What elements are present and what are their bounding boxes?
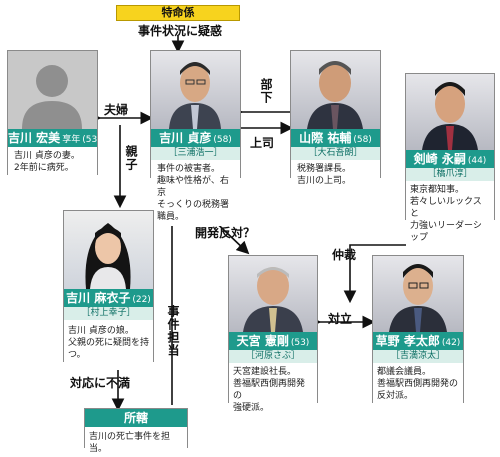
group-description: 吉川の死亡事件を担当。 xyxy=(85,429,187,457)
case-charge-label: 事件担当 xyxy=(166,305,180,357)
mediation-label: 仲裁 xyxy=(332,248,357,262)
name-bar: 草野 孝太郎(42) xyxy=(373,332,463,350)
name-bar: 天宮 憲剛(53) xyxy=(229,332,317,350)
age: (22) xyxy=(132,295,151,305)
age: (58) xyxy=(353,135,372,145)
man-portrait-icon xyxy=(389,264,447,332)
person-card-mayuko: 吉川 麻衣子(22) ［村上幸子］ 吉川 貞彦の娘。 父親の死に疑問を持つ。 xyxy=(63,210,154,365)
desc-line: 趣味や性格が、右京 xyxy=(157,176,229,198)
person-silhouette-icon xyxy=(22,65,82,129)
person-name: 天宮 憲剛 xyxy=(236,334,289,348)
desc-line: 善福駅西側再開発の xyxy=(377,379,459,389)
portrait-photo xyxy=(151,51,240,129)
actor-name: ［大石吾朗］ xyxy=(291,147,380,160)
portrait-photo xyxy=(64,211,153,289)
person-name: 草野 孝太郎 xyxy=(375,334,440,348)
age: (53) xyxy=(290,338,310,348)
age: (58) xyxy=(213,135,232,145)
person-name: 山際 祐輔 xyxy=(299,131,352,145)
age: (44) xyxy=(467,156,487,166)
person-description: 東京都知事。 若々しいルックスと 力強いリーダーシップ xyxy=(406,182,494,246)
actor-name: ［河原さぶ］ xyxy=(229,350,317,363)
name-bar: 剣崎 永嗣(44) xyxy=(406,150,494,168)
portrait-photo xyxy=(229,256,317,332)
portrait-photo xyxy=(291,51,380,129)
dev-opposition-label: 開発反対？ xyxy=(195,226,256,240)
desc-line: 力強いリーダーシップ xyxy=(410,221,482,243)
man-portrait-icon xyxy=(422,82,478,150)
desc-line: そっくりの税務署職員。 xyxy=(157,200,230,222)
desc-line: 若々しいルックスと xyxy=(410,197,482,219)
name-bar: 所轄 xyxy=(85,409,187,427)
desc-line: 善福駅西側再開発の xyxy=(233,379,306,401)
desc-line: 吉川 貞彦の妻。 xyxy=(14,151,80,161)
desc-line: 税務署課長。 xyxy=(297,164,352,174)
name-bar: 山際 祐輔(58) xyxy=(291,129,380,147)
age: (42) xyxy=(441,338,461,348)
person-card-kusano: 草野 孝太郎(42) ［吉満涼太］ 都議会議員。 善福駅西側再開発の 反対派。 xyxy=(372,255,464,404)
man-portrait-icon xyxy=(169,62,221,129)
person-description: 税務署課長。 吉川の上司。 xyxy=(291,161,380,190)
name-bar: 吉川 貞彦(58) xyxy=(151,129,240,147)
name-bar: 吉川 麻衣子(22) xyxy=(64,289,153,307)
card-local-police: 所轄 吉川の死亡事件を担当。 xyxy=(84,408,188,457)
person-description: 都議会議員。 善福駅西側再開発の 反対派。 xyxy=(373,364,463,404)
desc-line: 吉川の上司。 xyxy=(297,176,352,186)
person-name: 吉川 麻衣子 xyxy=(66,291,131,305)
person-description: 天宮建設社長。 善福駅西側再開発の 強硬派。 xyxy=(229,364,317,416)
desc-line: 反対派。 xyxy=(377,391,414,401)
person-description: 事件の被害者。 趣味や性格が、右京 そっくりの税務署職員。 xyxy=(151,161,240,226)
desc-line: 吉川 貞彦の娘。 xyxy=(68,326,134,336)
boss-label: 上司 xyxy=(250,136,275,150)
age: (53) xyxy=(82,135,97,145)
desc-line: 天宮建設社長。 xyxy=(233,367,297,377)
actor-name: ［吉満涼太］ xyxy=(373,350,463,363)
man-portrait-icon xyxy=(307,61,363,129)
couple-label: 夫婦 xyxy=(104,103,129,117)
person-name: 吉川 宏美 xyxy=(8,131,61,145)
desc-line: 事件の被害者。 xyxy=(157,164,221,174)
person-description: 吉川 貞彦の妻。 2年前に病死。 xyxy=(8,147,97,177)
parent-child-label: 親子 xyxy=(124,145,138,171)
person-card-kenmochi: 剣崎 永嗣(44) ［橋爪淳］ 東京都知事。 若々しいルックスと 力強いリーダー… xyxy=(405,73,495,246)
subordinate-label: 部下 xyxy=(259,78,273,104)
person-card-yamagiwa: 山際 祐輔(58) ［大石吾朗］ 税務署課長。 吉川の上司。 xyxy=(290,50,381,190)
desc-line: 東京都知事。 xyxy=(410,185,465,195)
actor-name: ［三浦浩一］ xyxy=(151,147,240,160)
desc-line: 強硬派。 xyxy=(233,403,270,413)
person-name: 吉川 貞彦 xyxy=(159,131,212,145)
silhouette-photo xyxy=(8,51,97,129)
person-card-sadahiko: 吉川 貞彦(58) ［三浦浩一］ 事件の被害者。 趣味や性格が、右京 そっくりの… xyxy=(150,50,241,226)
age-note: 享年 xyxy=(62,135,81,145)
portrait-photo xyxy=(406,74,494,150)
desc-line: 父親の死に疑問を持つ。 xyxy=(68,338,150,360)
person-name: 剣崎 永嗣 xyxy=(413,152,466,166)
conflict-label: 対立 xyxy=(328,312,353,326)
special-unit-title: 特命係 xyxy=(116,5,240,21)
dissatisfaction-label: 対応に不満 xyxy=(70,376,131,390)
suspicion-label: 事件状況に疑惑 xyxy=(138,24,223,38)
woman-portrait-icon xyxy=(85,223,131,289)
person-description: 吉川 貞彦の娘。 父親の死に疑問を持つ。 xyxy=(64,321,153,365)
group-name: 所轄 xyxy=(123,411,148,425)
person-card-amamiya: 天宮 憲剛(53) ［河原さぶ］ 天宮建設社長。 善福駅西側再開発の 強硬派。 xyxy=(228,255,318,416)
man-portrait-icon xyxy=(243,267,303,332)
actor-name: ［橋爪淳］ xyxy=(406,168,494,181)
portrait-photo xyxy=(373,256,463,332)
desc-line: 都議会議員。 xyxy=(377,367,432,377)
desc-line: 2年前に病死。 xyxy=(14,163,74,173)
desc-line: 吉川の死亡事件を担当。 xyxy=(89,432,171,454)
actor-name: ［村上幸子］ xyxy=(64,307,153,320)
